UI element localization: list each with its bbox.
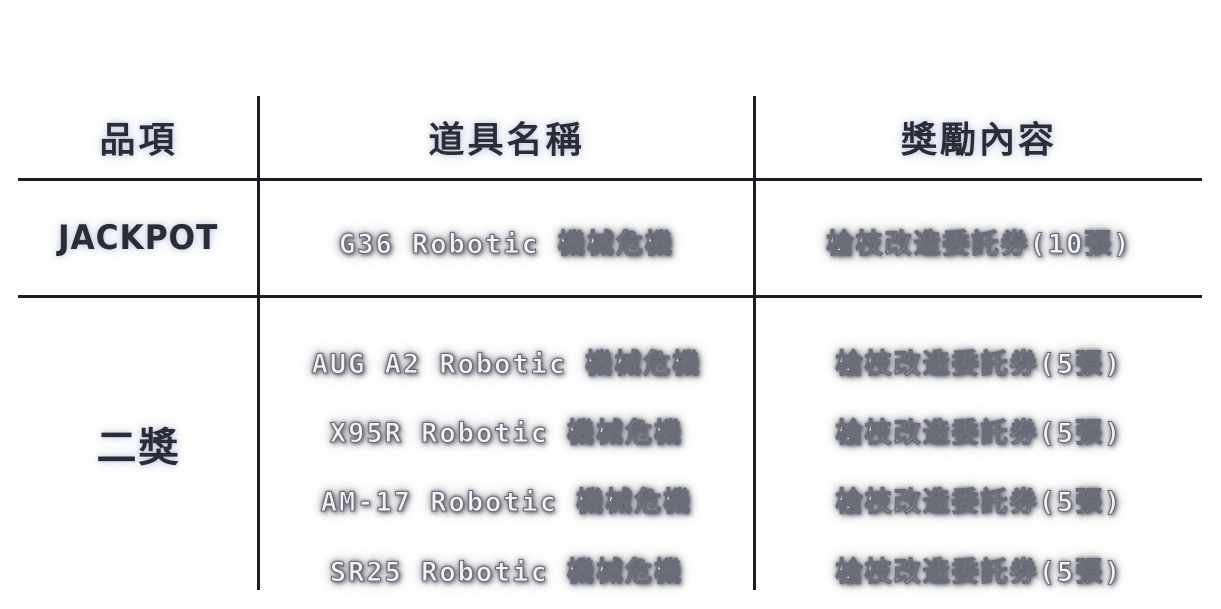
prize-reward: 槍枝改造委託券(5張)	[835, 486, 1123, 518]
category-cell: JACKPOT	[20, 181, 257, 295]
header-reward: 獎勵內容	[900, 120, 1057, 161]
prize-reward: 槍枝改造委託券(5張)	[835, 417, 1123, 449]
header-item: 品項	[99, 120, 178, 161]
category-jackpot: JACKPOT	[58, 218, 219, 258]
prize-name: AUG A2 Robotic 機械危機	[311, 348, 702, 380]
column-divider-2	[753, 96, 756, 590]
prize-reward: 槍枝改造委託券(5張)	[835, 556, 1123, 588]
category-cell: 二獎	[20, 298, 257, 590]
header-name: 道具名稱	[428, 120, 585, 161]
prize-name: G36 Robotic 機械危機	[338, 228, 675, 260]
prize-reward: 槍枝改造委託券(10張)	[826, 228, 1132, 260]
prize-name: SR25 Robotic 機械危機	[329, 556, 684, 588]
category-second-prize: 二獎	[96, 425, 181, 471]
prize-name: X95R Robotic 機械危機	[329, 417, 684, 449]
prize-name: AM-17 Robotic 機械危機	[320, 486, 693, 518]
prize-reward: 槍枝改造委託券(5張)	[835, 348, 1123, 380]
row-divider-1	[18, 178, 1202, 181]
row-divider-2	[18, 295, 1202, 298]
column-divider-1	[257, 96, 260, 590]
